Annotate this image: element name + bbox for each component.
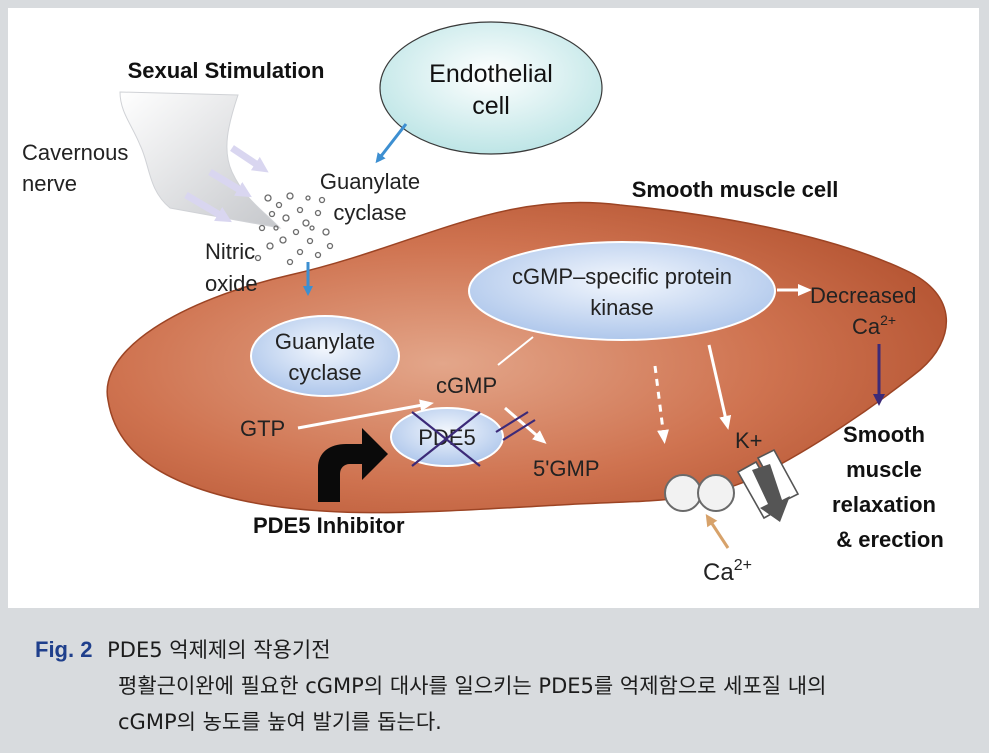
guanylate-cyclase-top-label-2: cyclase	[333, 200, 406, 225]
gtp-to-cgmp-arrow	[297, 399, 434, 430]
calcium-bottom-label: Ca2+	[703, 557, 752, 586]
no-release-arrow-2	[208, 168, 252, 198]
nitric-oxide-label-2: oxide	[205, 271, 258, 296]
calcium-channel-right	[697, 474, 735, 512]
caption-title: PDE5 억제제의 작용기전	[107, 638, 331, 662]
protein-kinase-label-2: kinase	[590, 295, 654, 320]
guanylate-cyclase-top-label: Guanylate	[320, 169, 420, 194]
relaxation-label-1: Smooth	[843, 422, 925, 447]
decreased-ca-label: Ca2+	[852, 312, 896, 339]
potassium-efflux-arrow	[752, 464, 790, 522]
pde5-inhibitor-arrow	[318, 428, 388, 502]
guanylate-cyclase-inner-shape	[250, 315, 400, 397]
cgmp-label: cGMP	[436, 373, 497, 398]
figure-number: Fig. 2	[35, 637, 93, 662]
endothelial-cell-shape	[379, 21, 603, 155]
kinase-to-k-arrow	[707, 344, 732, 430]
relaxation-label-2: muscle	[846, 457, 922, 482]
decreased-label: Decreased	[810, 283, 916, 308]
caption-line-2: 평활근이완에 필요한 cGMP의 대사를 일으키는 PDE5를 억제함으로 세포…	[118, 674, 827, 698]
cavernous-nerve-label: Cavernous	[22, 140, 128, 165]
nitric-oxide-particles	[254, 192, 334, 266]
no-release-arrow-3	[184, 191, 232, 223]
no-release-arrow-1	[230, 145, 269, 173]
guanylate-cyclase-inner-label-2: cyclase	[288, 360, 361, 385]
cgmp-to-5gmp-arrow	[504, 406, 547, 444]
gtp-label: GTP	[240, 416, 285, 441]
endothelial-cell-label-2: cell	[472, 92, 510, 120]
k-plus-label: K+	[735, 428, 763, 453]
mechanism-diagram: Endothelial cell Sexual Stimulation	[22, 21, 948, 586]
guanylate-cyclase-inner-label: Guanylate	[275, 329, 375, 354]
protein-kinase-shape	[468, 241, 776, 341]
relaxation-label-3: relaxation	[832, 492, 936, 517]
pde5-cross-2	[411, 411, 481, 467]
diagram-panel: Endothelial cell Sexual Stimulation	[8, 8, 979, 608]
cgmp-kinase-connector	[497, 336, 534, 366]
calcium-influx-arrow	[705, 513, 730, 549]
nitric-oxide-label: Nitric	[205, 239, 255, 264]
relaxation-label-4: & erection	[836, 527, 944, 552]
block-mark-2	[502, 419, 536, 441]
figure-caption: Fig. 2 PDE5 억제제의 작용기전 평활근이완에 필요한 cGMP의 대…	[0, 610, 989, 753]
calcium-channel-left	[664, 474, 702, 512]
endothelial-arrow	[375, 123, 408, 164]
protein-kinase-label: cGMP–specific protein	[512, 264, 732, 289]
pde5-inhibitor-label: PDE5 Inhibitor	[253, 513, 405, 538]
endothelial-cell-label: Endothelial	[429, 60, 553, 88]
five-gmp-label: 5'GMP	[533, 456, 600, 481]
caption-title-line: Fig. 2 PDE5 억제제의 작용기전	[35, 634, 331, 664]
smooth-muscle-cell-label: Smooth muscle cell	[632, 177, 839, 202]
caption-line-3: cGMP의 농도를 높여 발기를 돕는다.	[118, 710, 442, 734]
cavernous-nerve-label-2: nerve	[22, 171, 77, 196]
sexual-stimulation-label: Sexual Stimulation	[128, 58, 325, 83]
block-mark-1	[495, 411, 529, 433]
